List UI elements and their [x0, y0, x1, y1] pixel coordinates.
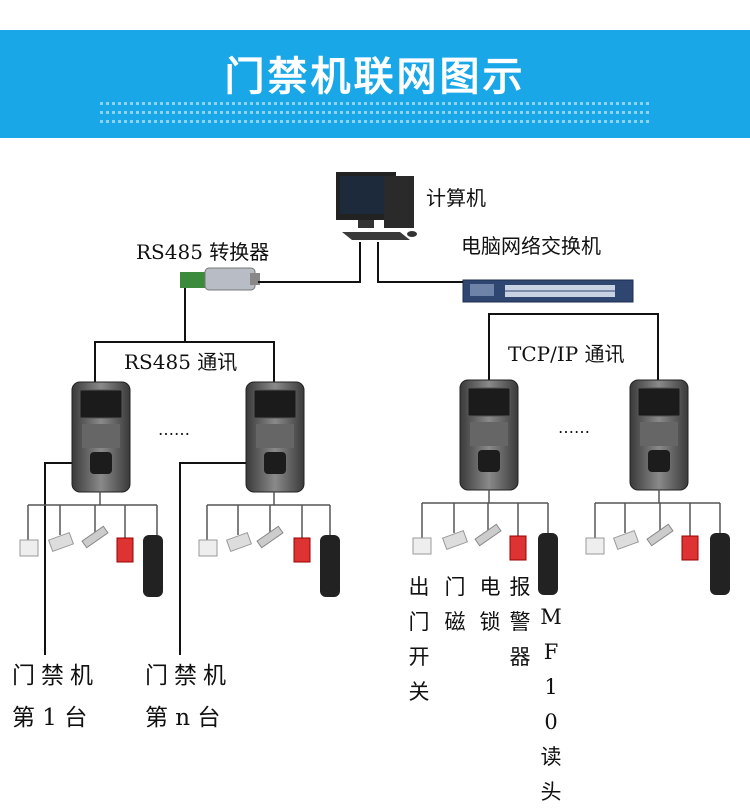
unit1-label-line1: 门禁机: [12, 663, 99, 689]
electric-lock-label: 电锁: [479, 575, 501, 634]
peripheral-bus-1: [27, 492, 158, 540]
computer-icon: [336, 172, 417, 240]
door-magnet-label: 门磁: [444, 575, 466, 634]
access-terminal-1: [71, 381, 131, 493]
network-switch-icon: [462, 279, 634, 303]
alarm-label: 报警器: [509, 575, 531, 669]
peripherals-n: [198, 525, 340, 597]
rs485-comm-label: RS485 通讯: [124, 350, 238, 374]
access-terminal-4: [629, 379, 689, 491]
switch-label: 电脑网络交换机: [461, 234, 601, 258]
exit-button-label: 出门开关: [408, 575, 430, 704]
peripheral-bus-4: [594, 490, 721, 538]
peripherals-3: [412, 523, 558, 595]
banner-decoration: [100, 96, 650, 126]
unitn-label-line1: 门禁机: [145, 663, 232, 689]
peripheral-bus-3: [421, 490, 549, 538]
page-title: 门禁机联网图示: [224, 54, 526, 100]
access-terminal-3: [459, 379, 519, 491]
ellipsis-right: ……: [558, 418, 590, 437]
peripheral-bus-n: [206, 492, 331, 540]
unit1-label-line2: 第 1 台: [12, 705, 88, 731]
computer-label: 计算机: [426, 186, 486, 210]
peripherals-1: [19, 525, 163, 597]
peripherals-4: [585, 523, 730, 595]
title-banner: 门禁机联网图示: [0, 30, 750, 138]
rs485-converter-icon: [180, 267, 260, 291]
access-terminal-n: [245, 381, 305, 493]
unitn-label-line2: 第 n 台: [145, 705, 221, 731]
ellipsis-left: ……: [158, 420, 190, 439]
converter-label: RS485 转换器: [136, 240, 270, 264]
tcpip-comm-label: TCP/IP 通讯: [508, 342, 625, 366]
